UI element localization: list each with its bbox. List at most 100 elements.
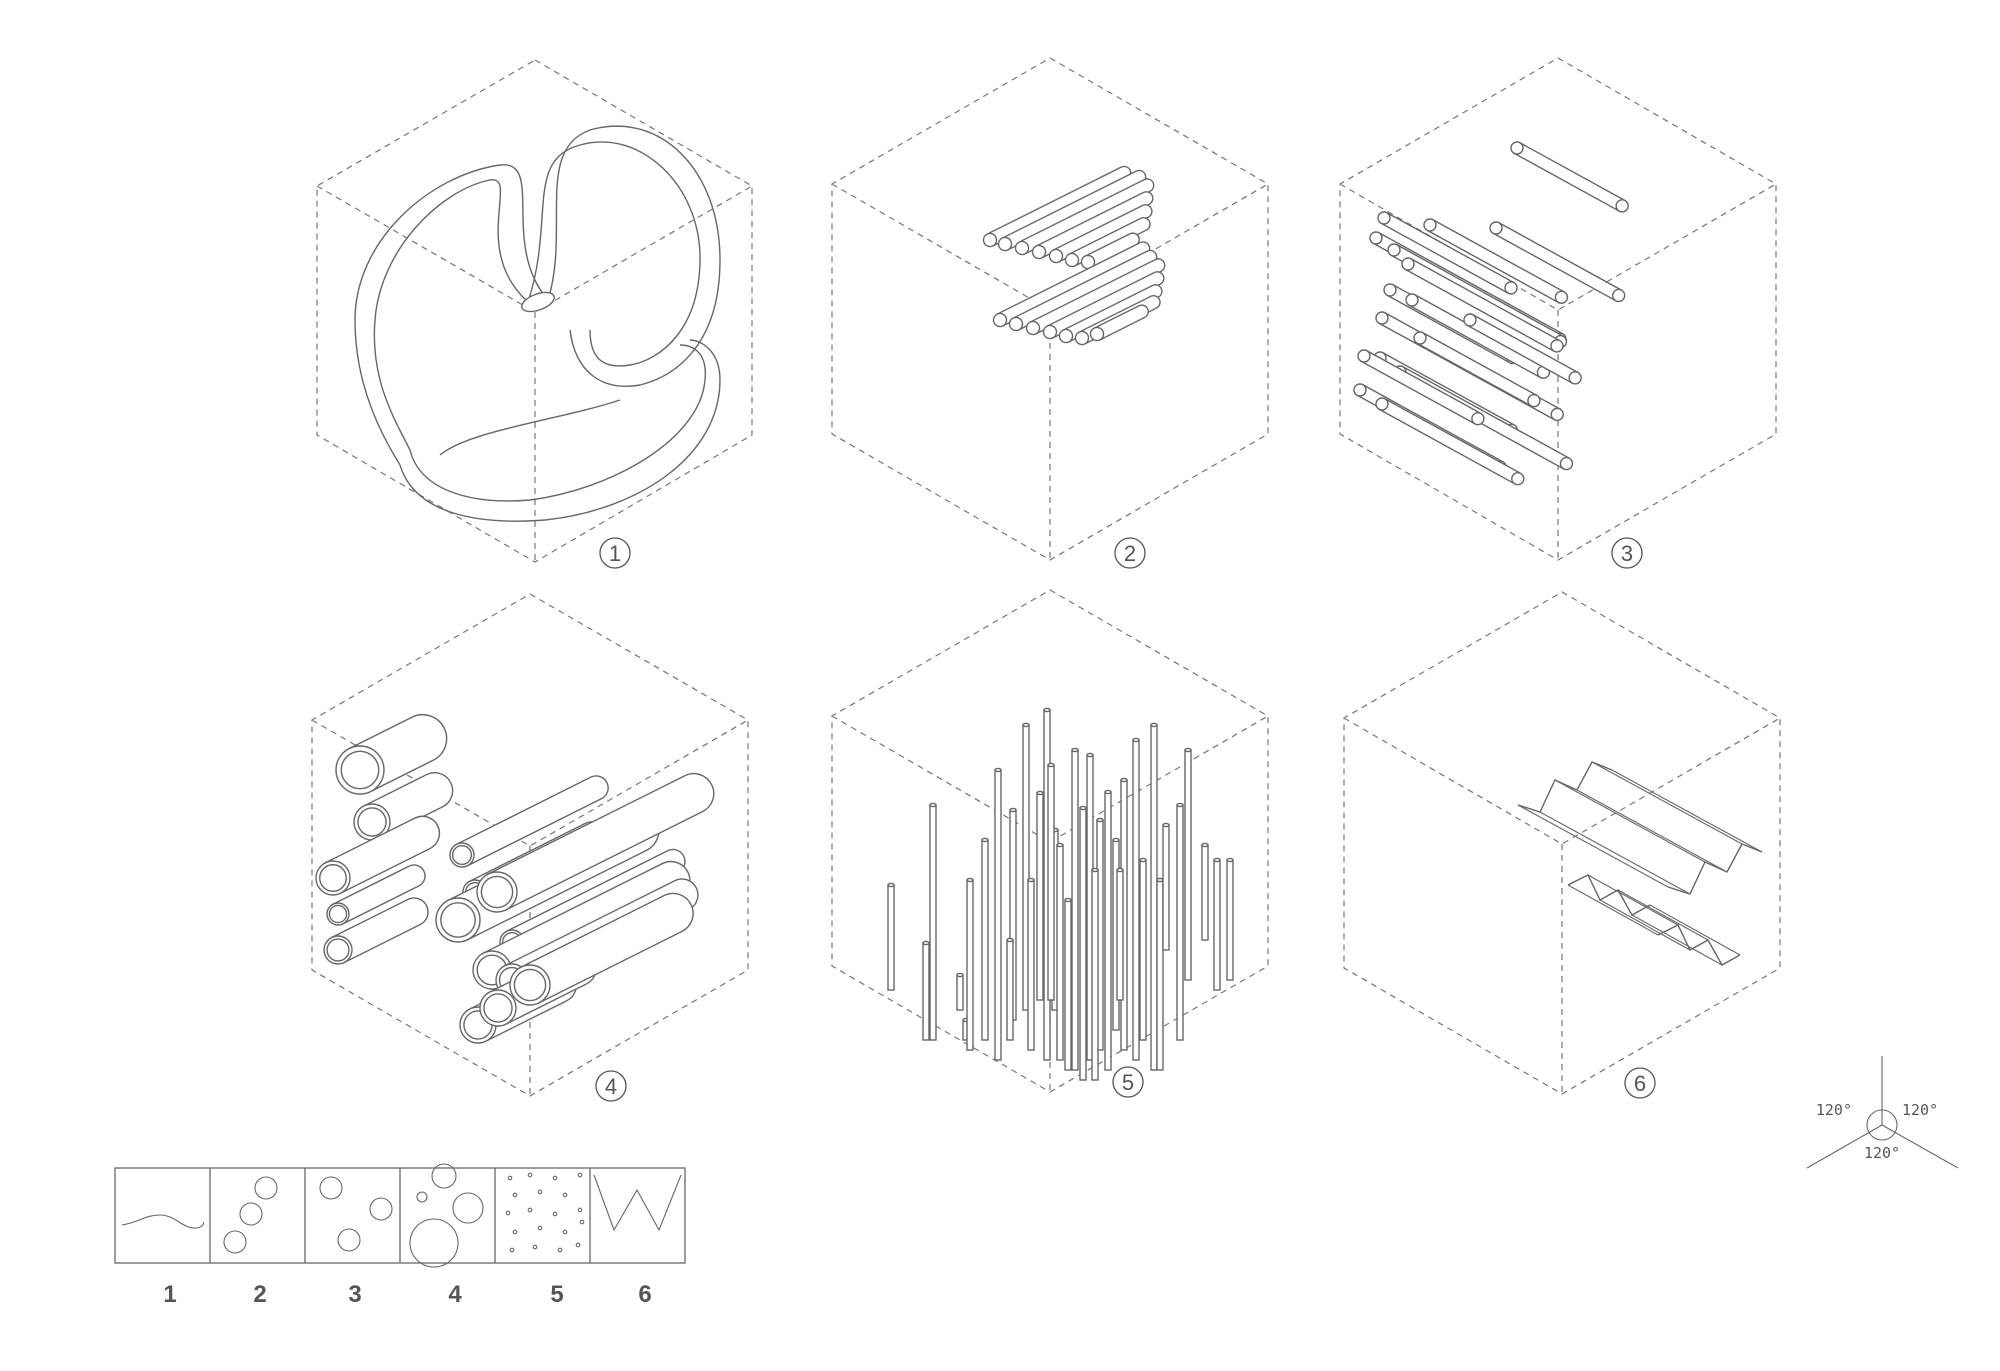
cube-1-outline [316, 59, 753, 563]
legend-circles-3-icon [319, 1176, 393, 1252]
legend-label-6: 6 [638, 1281, 651, 1308]
cube-5-fibre [1091, 867, 1099, 1081]
legend-dots-icon [505, 1172, 585, 1253]
legend-label-3: 3 [348, 1281, 361, 1308]
legend-circles-4-icon [409, 1163, 484, 1268]
legend-dot [527, 1207, 533, 1213]
cube-5-fibre [1056, 842, 1064, 1061]
cube-4: 4 [311, 593, 749, 1102]
legend: 1 2 3 4 5 6 [114, 1163, 686, 1308]
cube-5-fibre [1079, 805, 1087, 1081]
cube-3-label-text: 3 [1621, 541, 1633, 566]
cube-5-fibre [1132, 737, 1140, 1061]
cube-5-fibre [887, 882, 895, 991]
legend-dot [577, 1172, 583, 1178]
cube-4-object [315, 714, 715, 1044]
legend-dot [507, 1175, 513, 1181]
legend-dot [537, 1225, 543, 1231]
angle-label-right: 120° [1902, 1101, 1938, 1119]
cube-5-label: 5 [1112, 1066, 1144, 1098]
cube-4-label-text: 4 [605, 1074, 617, 1099]
legend-dot [575, 1242, 581, 1248]
cube-5-fibre [1064, 897, 1072, 1071]
cube-6: 6 [1343, 591, 1781, 1099]
cube-6-outline [1343, 591, 1781, 1095]
cube-5-fibre [956, 972, 964, 1011]
cube-5-fibre [1116, 867, 1124, 1001]
cube-5-fibre [1184, 747, 1192, 981]
cube-6-label-text: 6 [1634, 1071, 1646, 1096]
cube-2-rod [1014, 178, 1155, 256]
legend-label-2: 2 [253, 1281, 266, 1308]
cube-3-rod [1401, 257, 1564, 353]
cube-5-fibre [929, 802, 937, 1041]
cube-2-rod [992, 241, 1151, 328]
cube-5-fibre [1027, 877, 1035, 1051]
cube-5-fibre [1156, 877, 1164, 1071]
cube-5-fibre [1036, 790, 1044, 1001]
cube-1-label-text: 1 [609, 541, 621, 566]
cube-1-label: 1 [599, 537, 631, 569]
legend-zigzag-icon [593, 1174, 682, 1232]
axes-center-circle [1866, 1109, 1898, 1141]
cube-2-rod [1025, 258, 1166, 336]
cube-5-fibre [966, 877, 974, 1051]
cube-6-sheet [1517, 761, 1763, 895]
legend-dot [537, 1189, 543, 1195]
cube-3-rod [1463, 313, 1582, 385]
cube-5-fibre [1213, 857, 1221, 991]
cube-5-fibre [1201, 842, 1209, 941]
cube-2-rod [1048, 204, 1153, 264]
legend-dot [557, 1247, 563, 1253]
cube-5-fibre [1006, 937, 1014, 1041]
cube-5-fibre [1150, 722, 1158, 1071]
cube-3-outline [1339, 57, 1777, 561]
cube-4-tube [335, 714, 448, 795]
cube-6-label: 6 [1624, 1067, 1656, 1099]
cube-3-rod [1377, 211, 1518, 295]
cube-2-rod [1031, 191, 1154, 260]
cube-4-tube [353, 772, 454, 841]
isometric-axes-symbol: 120° 120° 120° [1806, 1056, 1959, 1169]
cube-2-label-text: 2 [1124, 541, 1136, 566]
cube-4-tube [449, 775, 609, 868]
cube-5-fibre [1139, 857, 1147, 1041]
legend-dot [562, 1229, 568, 1235]
cube-3-rod [1375, 397, 1525, 486]
legend-dot [512, 1192, 518, 1198]
legend-dot [579, 1219, 585, 1225]
legend-label-1: 1 [163, 1281, 176, 1308]
cube-5-fibre [1162, 822, 1170, 951]
cube-2-rod [1089, 304, 1149, 342]
cube-4-tube [323, 897, 429, 965]
cube-4-tube [326, 864, 426, 926]
cube-5-fibre [981, 837, 989, 1041]
cube-4-tube [476, 772, 715, 913]
cube-3-rod [1510, 141, 1629, 213]
cube-4-tube [509, 892, 694, 1006]
cube-6-sheet [1567, 874, 1741, 966]
cube-4-label: 4 [595, 1070, 627, 1102]
cube-3-rod [1489, 221, 1626, 303]
cube-3-object [1353, 141, 1629, 486]
cube-5-fibre [922, 940, 930, 1041]
cube-2-object [982, 165, 1166, 346]
cube-2-rod [1042, 271, 1165, 340]
cube-5-fibre [1071, 747, 1079, 1071]
legend-dot [562, 1192, 568, 1198]
legend-circles-2-icon [223, 1176, 278, 1254]
legend-dot [552, 1175, 558, 1181]
cube-1-object [354, 125, 721, 522]
cube-5-label-text: 5 [1122, 1070, 1134, 1095]
angle-label-bottom: 120° [1864, 1144, 1900, 1162]
legend-dot [577, 1207, 583, 1213]
cube-2: 2 [831, 57, 1269, 569]
cube-4-tube [315, 815, 441, 896]
cube-5-fibre [994, 767, 1002, 1061]
legend-label-5: 5 [550, 1281, 563, 1308]
cube-3-rod [1413, 331, 1541, 408]
cube-5-fibre [1104, 789, 1112, 1071]
legend-dot [509, 1247, 515, 1253]
